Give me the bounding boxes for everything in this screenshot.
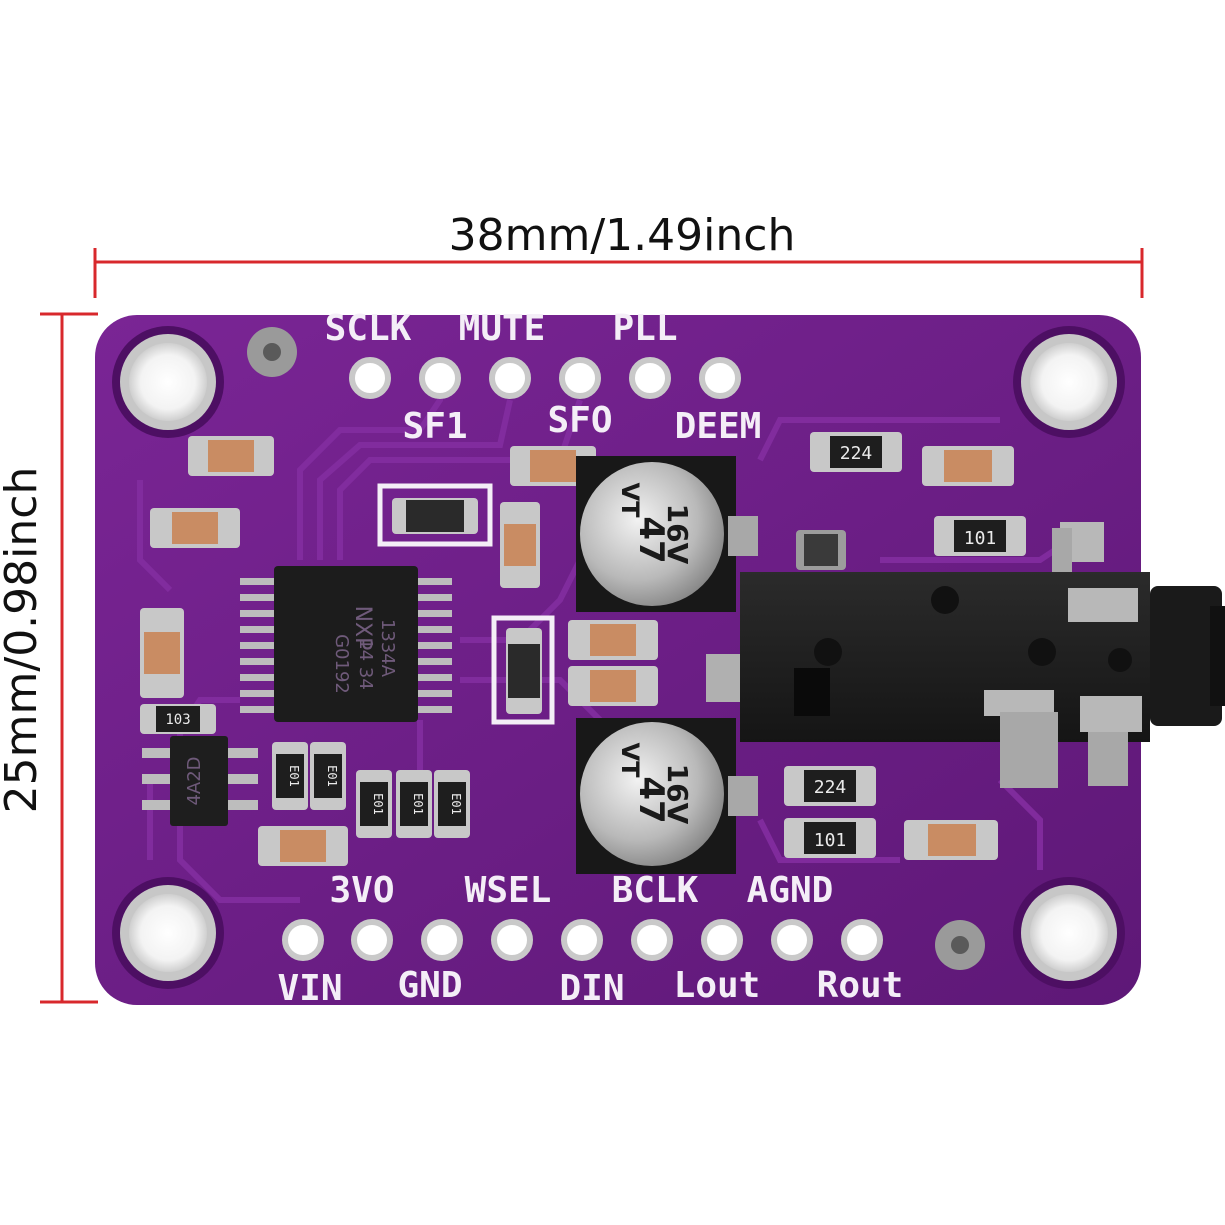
mounting-hole-bottom-left [112, 877, 224, 989]
cap-top-voltage: 16V [661, 504, 694, 565]
height-dimension: 25mm/0.98inch [0, 312, 98, 1004]
resistor-marking-5: 103 [165, 712, 190, 728]
audio-jack [706, 522, 1225, 788]
dac-chip: NXP 1334A 14 34 G0192 [240, 566, 452, 722]
chip-line-4: G0192 [331, 634, 352, 694]
voltage-regulator: 4A2D [142, 736, 258, 826]
chip-line-3: 14 34 [355, 638, 376, 690]
cap-top-value: 47 [631, 516, 671, 563]
electrolytic-capacitor-bottom: 47 16V VT [576, 718, 758, 874]
label-sclk: SCLK [325, 308, 412, 349]
cap-bottom-voltage: 16V [661, 764, 694, 825]
label-sf1: SF1 [402, 406, 467, 447]
ceramic-capacitors [140, 436, 1014, 866]
label-vin: VIN [277, 968, 342, 1009]
pcb-board: SCLK MUTE PLL SF1 SFO DEEM 3VO WSEL BCLK… [95, 308, 1225, 1009]
small-part-marking-5: E01 [449, 793, 463, 815]
chip-line-1: NXP [350, 606, 375, 651]
label-gnd: GND [397, 965, 462, 1006]
bottom-header-pins [282, 919, 883, 961]
resistors: 224 101 224 101 103 [140, 432, 1026, 858]
resistor-marking-1: 224 [840, 443, 873, 464]
small-part-marking-3: E01 [371, 793, 385, 815]
mounting-hole-bottom-right [1013, 877, 1125, 989]
resistor-marking-4: 101 [814, 830, 847, 851]
width-label: 38mm/1.49inch [449, 210, 796, 261]
label-din: DIN [559, 968, 624, 1009]
electrolytic-capacitor-top: 47 16V VT [576, 456, 758, 612]
label-rout: Rout [817, 965, 904, 1006]
width-dimension: 38mm/1.49inch [93, 210, 1144, 298]
label-lout: Lout [674, 965, 761, 1006]
small-part-marking-4: E01 [411, 793, 425, 815]
small-part-marking-1: E01 [287, 765, 301, 787]
chip-line-2: 1334A [377, 619, 398, 678]
mounting-hole-top-left [112, 326, 224, 438]
label-sfo: SFO [547, 400, 612, 441]
label-pll: PLL [612, 308, 677, 349]
label-wsel: WSEL [465, 870, 552, 911]
top-header-pins [349, 357, 741, 399]
mounting-hole-top-right [1013, 326, 1125, 438]
resistor-marking-2: 101 [964, 528, 997, 549]
label-agnd: AGND [747, 870, 834, 911]
small-part-marking-2: E01 [325, 765, 339, 787]
regulator-marking: 4A2D [184, 756, 205, 805]
label-3vo: 3VO [329, 870, 394, 911]
diode-parts [377, 483, 846, 725]
cap-bottom-series: VT [616, 743, 644, 779]
cap-top-series: VT [616, 483, 644, 519]
label-bclk: BCLK [612, 870, 699, 911]
small-smd-parts: E01 E01 E01 E01 E01 [272, 742, 470, 838]
label-deem: DEEM [675, 406, 762, 447]
resistor-marking-3: 224 [814, 777, 847, 798]
height-label: 25mm/0.98inch [0, 467, 47, 814]
cap-bottom-value: 47 [631, 776, 671, 823]
label-mute: MUTE [459, 308, 546, 349]
